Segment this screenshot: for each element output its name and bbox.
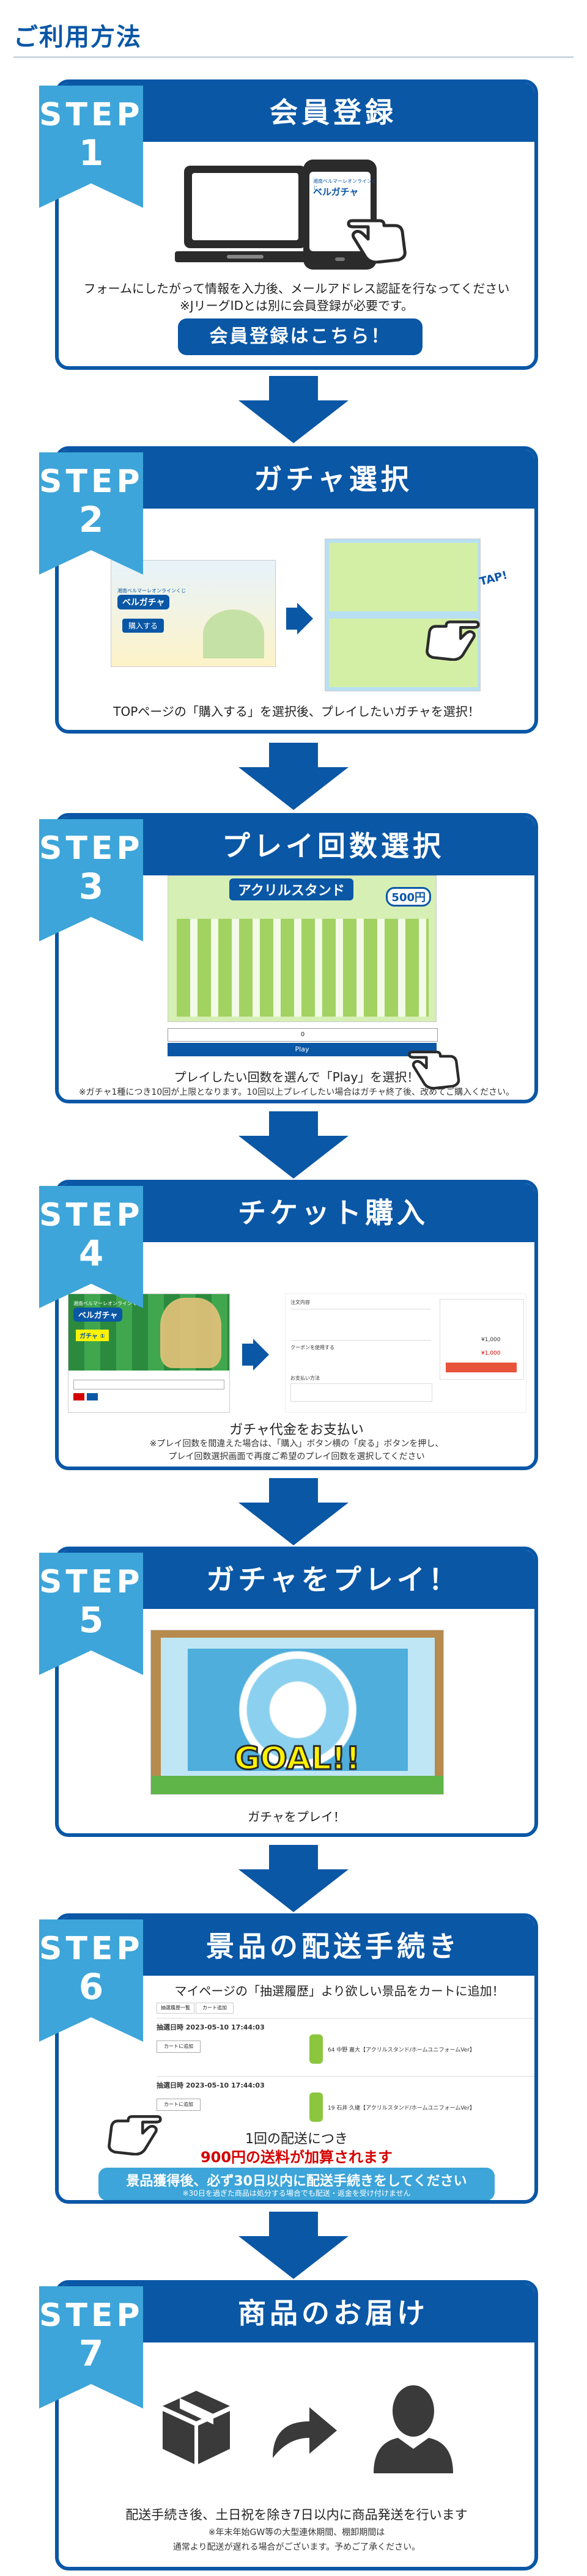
step-number: 3 — [78, 866, 104, 907]
step-7-note-2: 通常より配送が遅れる場合がございます。予めご了承ください。 — [172, 2542, 421, 2552]
step-3-note: ※ガチャ1種につき10回が上限となります。10回以上プレイしたい場合はガチャ終了… — [78, 1087, 515, 1097]
step-title: 景品の配送手続き — [206, 1930, 460, 1963]
arrow-down-icon — [238, 2212, 349, 2279]
step-title: チケット購入 — [238, 1196, 429, 1229]
step-4-note-1: ※プレイ回数を間違えた場合は、「購入」ボタン横の「戻る」ボタンを押し、 — [149, 1439, 444, 1449]
arrow-down-icon — [238, 1111, 349, 1179]
step-title: ガチャ選択 — [254, 463, 413, 496]
deadline-note: ※30日を過ぎた商品は処分する場合でも配送・返金を受け付けません — [182, 2189, 411, 2198]
belgacha-logo: ベルガチャ — [117, 595, 170, 609]
coupon-label: クーポンを使用する — [290, 1345, 334, 1350]
step-number: 2 — [78, 499, 104, 540]
package-icon — [163, 2391, 230, 2464]
gacha-play-screenshot: GOAL!! — [150, 1630, 444, 1795]
step-5-description: ガチャをプレイ！ — [248, 1809, 345, 1824]
page-title: ご利用方法 — [13, 23, 142, 51]
shipping-fee-line-1: 1回の配送につき — [245, 2132, 348, 2147]
shipping-fee-line-2: 900円の送料が加算されます — [200, 2149, 393, 2166]
gacha-banner: アクリルスタンド — [229, 878, 353, 900]
prize-name: 64 中野 嘉大【アクリルスタンド/ホームユニフォームVer】 — [328, 2047, 475, 2053]
cart-tab[interactable]: カート追加 — [196, 2003, 234, 2014]
arrow-down-icon — [238, 1478, 349, 1545]
step-title: プレイ回数選択 — [222, 830, 445, 863]
step-word: STEP — [39, 1564, 144, 1600]
history-row: 抽選日時 2023-05-10 17:44:03 カートに追加 64 中野 嘉大… — [157, 2018, 534, 2067]
play-button[interactable]: Play — [168, 1043, 437, 1056]
step-title: ガチャをプレイ！ — [206, 1563, 460, 1596]
deadline-bar: 景品獲得後、必ず30日以内に配送手続きをしてください ※30日を過ぎた商品は処分… — [98, 2168, 495, 2200]
app-label: 湘南ベルマーレオンラインくじ — [73, 1301, 142, 1306]
belgacha-logo: ベルガチャ — [73, 1308, 123, 1322]
step-number: 4 — [78, 1232, 104, 1274]
pointing-hand-icon — [347, 219, 407, 263]
title-divider — [13, 56, 574, 58]
step-number: 1 — [78, 132, 104, 174]
goal-text: GOAL!! — [233, 1740, 361, 1778]
top-page-screenshot: 湘南ベルマーレオンラインくじ ベルガチャ 購入する — [111, 560, 276, 667]
step-2-description: TOPページの「購入する」を選択後、プレイしたいガチャを選択！ — [113, 704, 480, 719]
history-tab[interactable]: 抽選履歴一覧 — [157, 2003, 194, 2014]
step-word: STEP — [39, 1197, 144, 1234]
add-to-cart-button[interactable]: カートに追加 — [157, 2099, 201, 2111]
step-title: 商品のお届け — [238, 2297, 429, 2330]
deadline-text: 景品獲得後、必ず30日以内に配送手続きをしてください — [126, 2174, 467, 2189]
gacha-list-screenshot — [325, 539, 481, 691]
arrow-right-icon — [242, 1339, 269, 1371]
step-word: STEP — [39, 463, 144, 500]
prize-name: 19 石井 久継【アクリルスタンド/ホームユニフォームVer】 — [328, 2105, 475, 2111]
step-number: 7 — [78, 2333, 104, 2374]
order-label: 注文内容 — [290, 1300, 310, 1305]
step-6-description: マイページの「抽選履歴」より欲しい景品をカートに追加！ — [174, 1984, 504, 1998]
payment-label: お支払い方法 — [290, 1375, 320, 1381]
arrow-down-icon — [238, 376, 349, 443]
add-to-cart-button[interactable]: カートに追加 — [157, 2041, 201, 2053]
step-7-note-1: ※年末年始GW等の大型連休期間、棚卸期間は — [208, 2528, 385, 2537]
step-word: STEP — [39, 1930, 144, 1967]
pointing-hand-icon — [426, 620, 480, 661]
draw-date: 抽選日時 2023-05-10 17:44:03 — [157, 2081, 265, 2089]
step-7-description: 配送手続き後、土日祝を除き7日以内に商品発送を行います — [125, 2508, 468, 2522]
pointing-hand-icon — [108, 2115, 162, 2155]
step-number: 6 — [78, 1966, 104, 2007]
subtotal: ¥1,000 — [481, 1337, 501, 1343]
arrow-right-icon — [286, 603, 313, 635]
buy-button[interactable]: 購入する — [122, 619, 164, 633]
register-button[interactable]: 会員登録はこちら！ — [178, 318, 423, 355]
gacha-tag: ガチャ ① — [76, 1330, 109, 1341]
checkout-screenshot: 注文内容 クーポンを使用する お支払い方法 ¥1,000 ¥1,000 — [285, 1294, 526, 1413]
tap-label: TAP! — [478, 569, 509, 589]
total: ¥1,000 — [481, 1350, 501, 1356]
pointing-hand-icon — [408, 1050, 460, 1089]
app-label: 湘南ベルマーレオンラインくじ — [313, 178, 377, 191]
curved-arrow-icon — [273, 2407, 337, 2458]
step-4-description: ガチャ代金をお支払い — [229, 1422, 364, 1438]
app-label: 湘南ベルマーレオンラインくじ — [117, 588, 186, 594]
ticket-screenshot: 湘南ベルマーレオンラインくじ ベルガチャ ガチャ ① — [68, 1294, 230, 1413]
history-row: 抽選日時 2023-05-10 17:44:03 カートに追加 19 石井 久継… — [157, 2076, 534, 2125]
gacha-price: 500円 — [386, 887, 431, 907]
step-title: 会員登録 — [270, 96, 397, 129]
step-4-note-2: プレイ回数選択画面で再度ご希望のプレイ回数を選択してください — [168, 1452, 425, 1462]
draw-date: 抽選日時 2023-05-10 17:44:03 — [157, 2023, 265, 2031]
step-1-description: フォームにしたがって情報を入力後、メールアドレス認証を行なってください — [83, 281, 510, 296]
step-word: STEP — [39, 830, 144, 867]
purchase-button[interactable] — [446, 1363, 517, 1372]
step-word: STEP — [39, 97, 144, 133]
step-word: STEP — [39, 2297, 144, 2334]
step-3-description: プレイしたい回数を選んで「Play」を選択！ — [174, 1070, 419, 1084]
step-number: 5 — [78, 1599, 104, 1641]
step-5-card: ガチャをプレイ！ GOAL!! ガチャをプレイ！ — [55, 1547, 538, 1837]
arrow-down-icon — [238, 743, 349, 810]
gacha-detail-screenshot: アクリルスタンド 500円 — [168, 875, 437, 1022]
person-icon — [374, 2385, 453, 2473]
belgacha-logo: ベルガチャ — [313, 186, 359, 197]
play-count-select[interactable]: 0 — [168, 1028, 438, 1042]
laptop-icon — [175, 166, 316, 267]
step-1-note: ※JリーグIDとは別に会員登録が必要です。 — [180, 298, 413, 313]
arrow-down-icon — [238, 1845, 349, 1912]
